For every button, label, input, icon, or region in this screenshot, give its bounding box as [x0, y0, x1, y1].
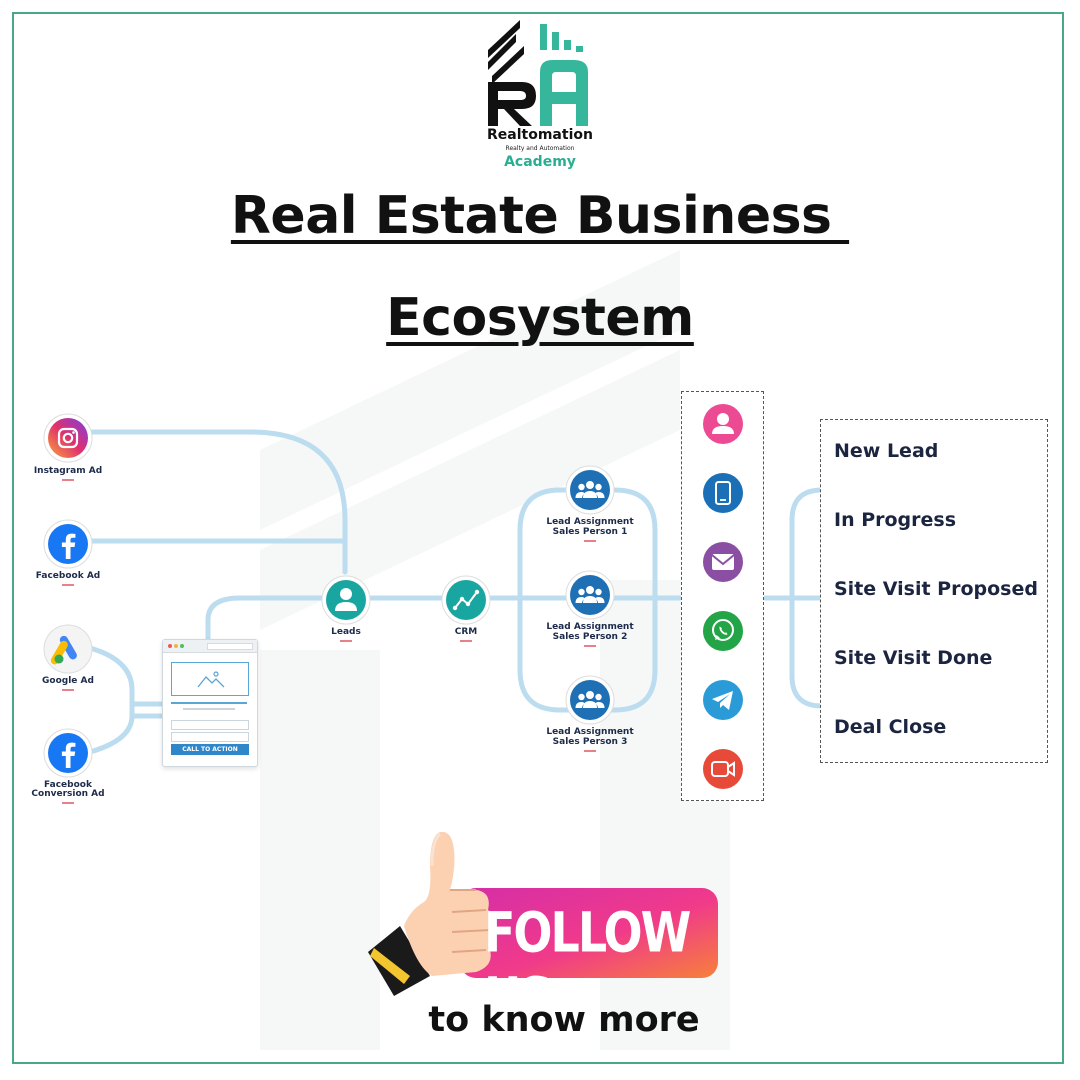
facebook-icon: [43, 728, 93, 778]
user-icon: [703, 404, 743, 444]
form-field: [171, 720, 249, 730]
to-know-more: to know more: [428, 1000, 700, 1040]
stage-deal-close: Deal Close: [834, 716, 947, 738]
leads-node: [321, 575, 371, 625]
video-icon: [703, 749, 743, 789]
chart-line-icon: [454, 591, 478, 609]
assignment-2-line-1: Lead Assignment: [546, 622, 634, 632]
tick: [62, 802, 74, 804]
cta-button[interactable]: CALL TO ACTION: [171, 744, 249, 755]
instagram-icon: [43, 413, 93, 463]
flow-connectors: [87, 429, 825, 755]
source-label-fb-conversion-2: Conversion Ad: [31, 789, 105, 799]
facebook-icon: [43, 519, 93, 569]
leads-label: Leads: [331, 627, 361, 637]
group-icon: [565, 675, 615, 725]
connector-assignment-loop: [517, 487, 658, 713]
connector-instagram: [89, 429, 348, 575]
landing-page-mockup: CALL TO ACTION: [162, 639, 258, 767]
stage-site-visit-proposed: Site Visit Proposed: [834, 578, 1038, 600]
google-ads-icon: [43, 624, 93, 674]
user-icon: [340, 588, 352, 600]
group-icon: [565, 570, 615, 620]
title-line-2: Ecosystem: [386, 288, 694, 348]
assignment-1-line-2: Sales Person 1: [552, 527, 628, 537]
stage-in-progress: In Progress: [834, 509, 957, 531]
page-frame: [12, 12, 1064, 1064]
source-label-google: Google Ad: [42, 676, 94, 686]
tick: [62, 584, 74, 586]
telegram-icon: [703, 680, 743, 720]
source-label-facebook: Facebook Ad: [35, 571, 101, 581]
assignment-1-line-1: Lead Assignment: [546, 517, 634, 527]
image-placeholder: [171, 662, 249, 696]
tick: [460, 640, 472, 642]
tick: [62, 689, 74, 691]
tick: [62, 479, 74, 481]
tick: [584, 645, 596, 647]
thumbs-up-icon: [368, 831, 496, 996]
tick: [584, 540, 596, 542]
logo-name: Realtomation: [487, 127, 593, 143]
connector-to-landing: [129, 701, 165, 719]
group-icon: [565, 465, 615, 515]
assignment-3-line-1: Lead Assignment: [546, 727, 634, 737]
assignment-3-line-2: Sales Person 3: [552, 737, 628, 747]
logo-tagline: Realty and Automation: [505, 145, 575, 152]
tick: [340, 640, 352, 642]
connector-google: [87, 645, 135, 719]
connector-fb-conversion: [87, 713, 135, 755]
source-label-fb-conversion-1: Facebook: [44, 780, 92, 790]
mobile-icon: [703, 473, 743, 513]
crm-node: [441, 575, 491, 625]
connector-stages-bracket: [789, 487, 825, 709]
stage-site-visit-done: Site Visit Done: [834, 647, 993, 669]
follow-us-text[interactable]: FOLLOW US: [484, 900, 691, 1030]
crm-label: CRM: [454, 627, 478, 637]
whatsapp-icon: [703, 611, 743, 651]
source-label-instagram: Instagram Ad: [33, 466, 103, 476]
stages-box: [820, 419, 1048, 763]
channels-box: [681, 391, 764, 801]
assignment-2-line-2: Sales Person 2: [552, 632, 628, 642]
form-field: [171, 732, 249, 742]
title-line-1: Real Estate Business: [230, 186, 850, 246]
stage-new-lead: New Lead: [834, 440, 939, 462]
follow-us-badge[interactable]: [360, 826, 720, 1002]
tick: [584, 750, 596, 752]
email-icon: [703, 542, 743, 582]
logo-academy: Academy: [504, 154, 576, 170]
realtomation-logo: [488, 20, 588, 126]
connector-main: [205, 595, 683, 641]
browser-bar: [163, 640, 257, 653]
